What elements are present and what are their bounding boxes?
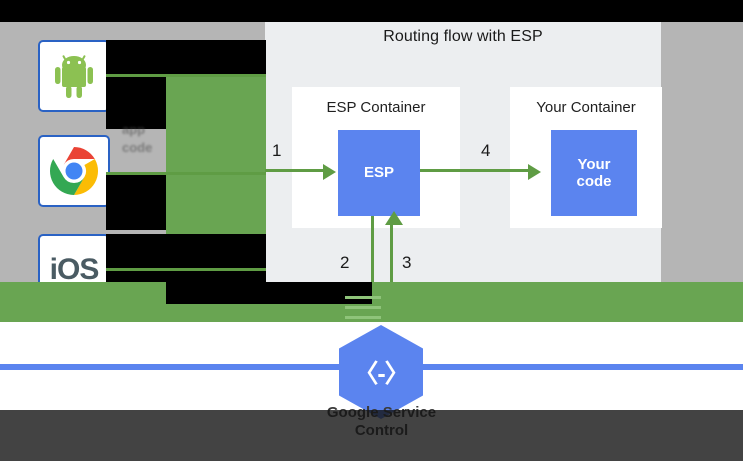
arrow-4-head bbox=[528, 164, 541, 180]
occlusion-rect bbox=[166, 282, 372, 304]
right-page-background bbox=[660, 22, 743, 282]
arrow-1-head bbox=[323, 164, 336, 180]
hex-glyph: 〈-〉 bbox=[353, 360, 409, 388]
arrow-4-line bbox=[420, 169, 530, 172]
arrow-1-line bbox=[265, 169, 325, 172]
band-tick bbox=[345, 306, 381, 309]
occlusion-rect bbox=[106, 40, 266, 74]
occlusion-rect bbox=[106, 77, 166, 129]
arrow-2-line bbox=[371, 216, 374, 332]
bottom-dark-overlay bbox=[0, 410, 743, 461]
arrow-3-line bbox=[390, 222, 393, 332]
occlusion-rect bbox=[106, 234, 266, 268]
your-code-line-1: Your bbox=[577, 155, 611, 173]
chrome-icon bbox=[49, 147, 99, 195]
occlusion-rect bbox=[106, 175, 166, 230]
android-icon bbox=[55, 55, 93, 98]
top-occlusion-band bbox=[0, 0, 743, 22]
connector-ios bbox=[106, 268, 266, 271]
connector-chrome bbox=[106, 172, 266, 175]
esp-container-label: ESP Container bbox=[326, 99, 426, 116]
your-container-label: Your Container bbox=[536, 99, 636, 116]
step-number-3: 3 bbox=[402, 253, 412, 272]
connector-android bbox=[106, 74, 266, 77]
band-tick bbox=[345, 316, 381, 319]
client-tile-chrome bbox=[38, 135, 110, 207]
esp-box: ESP bbox=[338, 130, 420, 216]
step-number-4: 4 bbox=[481, 141, 491, 160]
arrow-3-head bbox=[385, 211, 403, 225]
client-tile-android bbox=[38, 40, 110, 112]
your-code-line-2: code bbox=[576, 173, 612, 190]
your-code-box-label: Your code bbox=[576, 156, 611, 191]
ghost-label-app: app bbox=[122, 122, 146, 137]
step-number-2: 2 bbox=[340, 253, 350, 272]
band-tick bbox=[345, 296, 381, 299]
panel-title: Routing flow with ESP bbox=[383, 28, 543, 45]
esp-box-label: ESP bbox=[363, 164, 394, 182]
your-code-box: Your code bbox=[551, 130, 637, 216]
ios-label: iOS bbox=[49, 253, 100, 286]
step-number-1: 1 bbox=[272, 141, 282, 160]
ghost-label-code: code bbox=[122, 140, 153, 155]
